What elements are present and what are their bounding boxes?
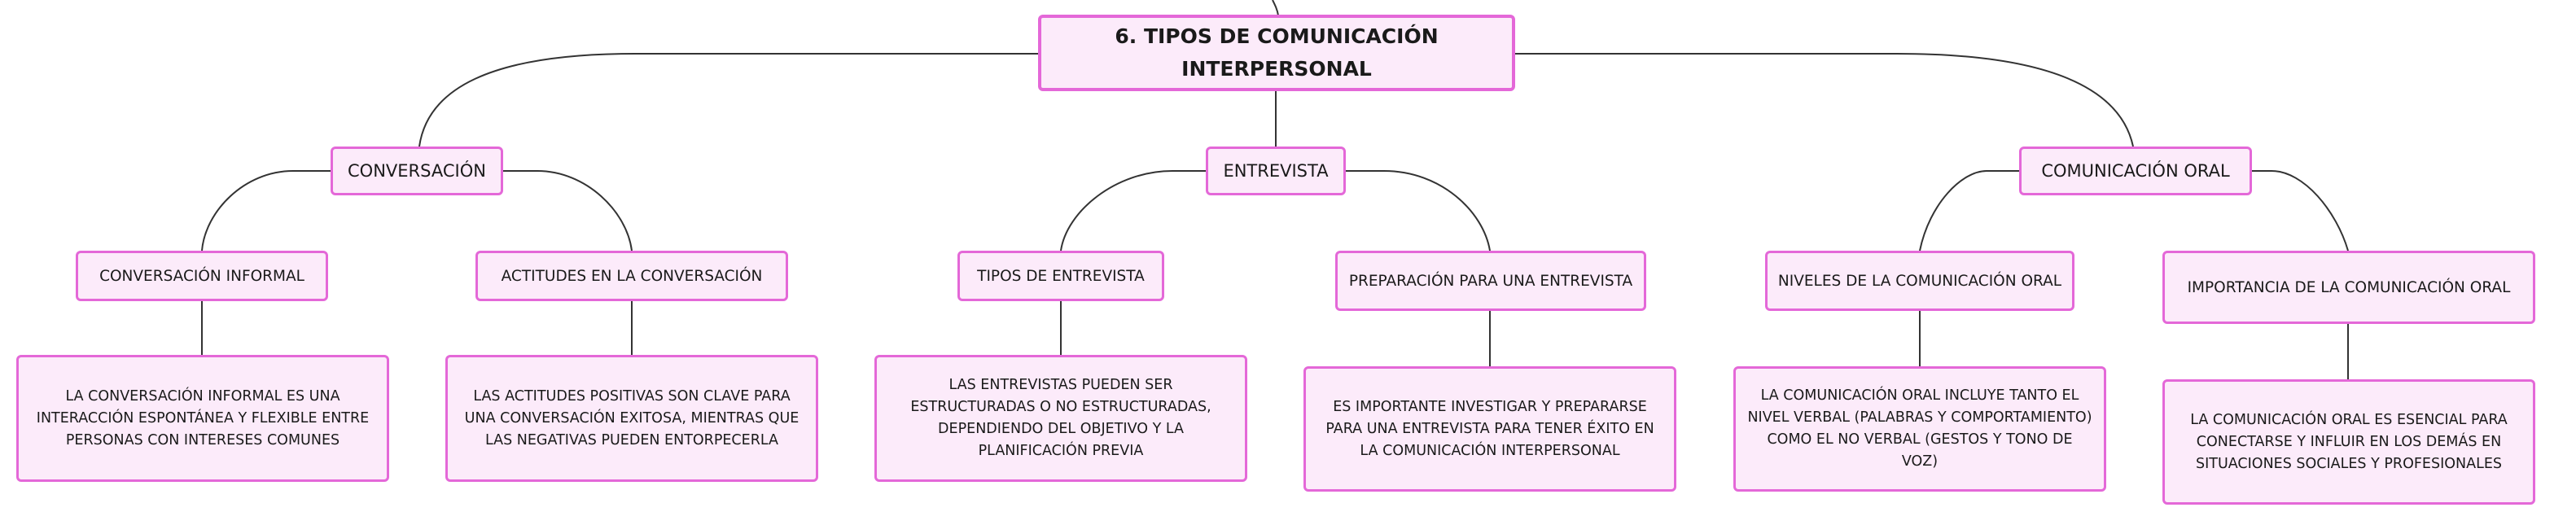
connector-entrevista-preparacion [1346, 170, 1491, 252]
branch-conversacion-label: CONVERSACIÓN [348, 161, 486, 181]
subtopic-preparacion-entrevista[interactable]: PREPARACIÓN PARA UNA ENTREVISTA [1335, 251, 1646, 311]
detail-preparacion-entrevista-text: ES IMPORTANTE INVESTIGAR Y PREPARARSE PA… [1325, 398, 1654, 459]
connector-root-conversacion [418, 53, 1040, 147]
detail-niveles-comunicacion-oral[interactable]: LA COMUNICACIÓN ORAL INCLUYE TANTO EL NI… [1733, 366, 2106, 492]
branch-comunicacion-oral-label: COMUNICACIÓN ORAL [2041, 161, 2230, 181]
subtopic-conversacion-informal[interactable]: CONVERSACIÓN INFORMAL [76, 251, 328, 301]
root-topic[interactable]: 6. TIPOS DE COMUNICACIÓN INTERPERSONAL [1038, 15, 1515, 91]
root-topic-label: 6. TIPOS DE COMUNICACIÓN INTERPERSONAL [1115, 24, 1439, 81]
connector-oral-importancia [2252, 170, 2349, 252]
branch-entrevista[interactable]: ENTREVISTA [1206, 147, 1346, 195]
subtopic-importancia-comunicacion-oral[interactable]: IMPORTANCIA DE LA COMUNICACIÓN ORAL [2162, 251, 2535, 324]
subtopic-actitudes-conversacion-label: ACTITUDES EN LA CONVERSACIÓN [501, 267, 763, 285]
branch-entrevista-label: ENTREVISTA [1223, 161, 1329, 181]
subtopic-actitudes-conversacion[interactable]: ACTITUDES EN LA CONVERSACIÓN [475, 251, 788, 301]
subtopic-tipos-entrevista[interactable]: TIPOS DE ENTREVISTA [957, 251, 1164, 301]
subtopic-preparacion-entrevista-label: PREPARACIÓN PARA UNA ENTREVISTA [1348, 272, 1633, 290]
connector-conversacion-actitudes [503, 170, 633, 252]
connector-conversacion-informal [201, 170, 331, 252]
branch-comunicacion-oral[interactable]: COMUNICACIÓN ORAL [2019, 147, 2252, 195]
detail-conversacion-informal-text: LA CONVERSACIÓN INFORMAL ES UNA INTERACC… [36, 387, 370, 448]
subtopic-tipos-entrevista-label: TIPOS DE ENTREVISTA [977, 267, 1145, 285]
detail-importancia-comunicacion-oral-text: LA COMUNICACIÓN ORAL ES ESENCIAL PARA CO… [2190, 411, 2508, 472]
subtopic-importancia-comunicacion-oral-label: IMPORTANCIA DE LA COMUNICACIÓN ORAL [2187, 278, 2511, 296]
subtopic-conversacion-informal-label: CONVERSACIÓN INFORMAL [99, 267, 304, 285]
detail-actitudes-conversacion[interactable]: LAS ACTITUDES POSITIVAS SON CLAVE PARA U… [445, 355, 818, 482]
connector-entrevista-tipos [1060, 170, 1206, 252]
subtopic-niveles-comunicacion-oral-label: NIVELES DE LA COMUNICACIÓN ORAL [1777, 272, 2062, 290]
subtopic-niveles-comunicacion-oral[interactable]: NIVELES DE LA COMUNICACIÓN ORAL [1765, 251, 2074, 311]
detail-conversacion-informal[interactable]: LA CONVERSACIÓN INFORMAL ES UNA INTERACC… [16, 355, 389, 482]
connector-oral-niveles [1919, 170, 2019, 252]
detail-tipos-entrevista[interactable]: LAS ENTREVISTAS PUEDEN SER ESTRUCTURADAS… [874, 355, 1247, 482]
detail-importancia-comunicacion-oral[interactable]: LA COMUNICACIÓN ORAL ES ESENCIAL PARA CO… [2162, 379, 2535, 505]
detail-actitudes-conversacion-text: LAS ACTITUDES POSITIVAS SON CLAVE PARA U… [464, 387, 800, 448]
detail-preparacion-entrevista[interactable]: ES IMPORTANTE INVESTIGAR Y PREPARARSE PA… [1303, 366, 1676, 492]
branch-conversacion[interactable]: CONVERSACIÓN [331, 147, 503, 195]
detail-niveles-comunicacion-oral-text: LA COMUNICACIÓN ORAL INCLUYE TANTO EL NI… [1747, 387, 2092, 470]
connector-root-parent [1272, 0, 1279, 16]
detail-tipos-entrevista-text: LAS ENTREVISTAS PUEDEN SER ESTRUCTURADAS… [910, 377, 1211, 459]
connector-root-comunicacion-oral [1514, 53, 2134, 147]
